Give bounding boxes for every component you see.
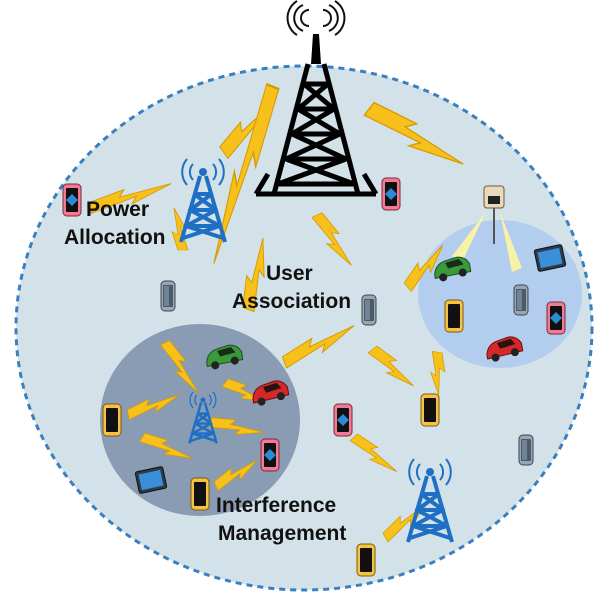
smartphone-icon: [356, 543, 376, 577]
smartphone-icon: [513, 284, 529, 316]
smartphone-icon: [546, 301, 566, 335]
interference-management-label-line2: Management: [218, 522, 346, 545]
smartphone-icon: [190, 477, 210, 511]
smartphone-icon: [260, 438, 280, 472]
smartphone-icon: [102, 403, 122, 437]
power-allocation-label-line2: Allocation: [64, 226, 166, 249]
camera-beam-left: [452, 212, 486, 262]
smartphone-icon: [518, 434, 534, 466]
smartphone-icon: [62, 183, 82, 217]
power-allocation-label-line1: Power: [86, 198, 149, 221]
user-association-label-line1: User: [266, 262, 313, 285]
camera-icon: [483, 185, 505, 209]
user-association-label-line2: Association: [232, 290, 351, 313]
radio-waves-icon: [286, 0, 346, 36]
camera-beam-right: [500, 212, 522, 272]
smartphone-icon: [333, 403, 353, 437]
smartphone-icon: [361, 294, 377, 326]
interference-management-label-line1: Interference: [216, 494, 336, 517]
smartphone-icon: [381, 177, 401, 211]
smartphone-icon: [420, 393, 440, 427]
smartphone-icon: [160, 280, 176, 312]
smartphone-icon: [444, 299, 464, 333]
